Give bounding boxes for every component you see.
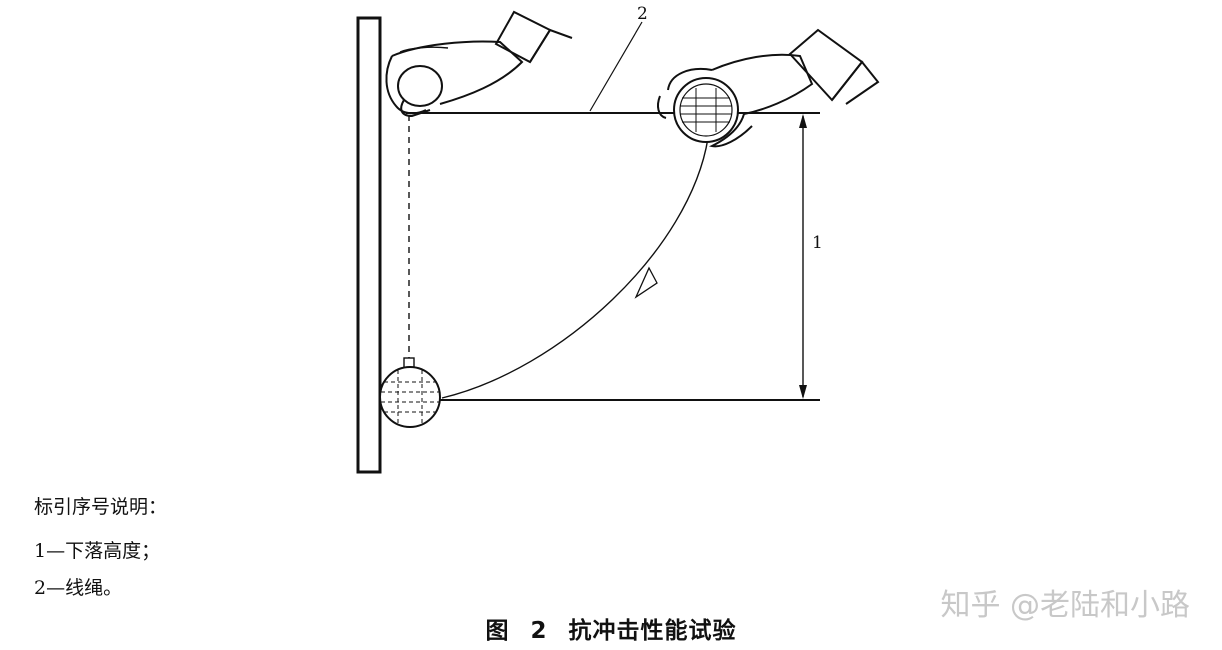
drop-height-dimension [799, 114, 807, 399]
impact-test-diagram: 1 2 [356, 4, 880, 474]
legend-item-string: 2—线绳。 [34, 577, 123, 599]
watermark-text: 知乎 @老陆和小路 [940, 588, 1190, 623]
swing-arrow-icon [634, 266, 658, 299]
left-hand-icon [385, 10, 573, 118]
ball-impact-position [379, 357, 441, 428]
wall-plate [356, 16, 382, 474]
legend-item-drop-height: 1—下落高度； [34, 540, 161, 562]
callout-1-label: 1 [812, 233, 823, 253]
swing-arc-path [441, 137, 709, 399]
legend-title: 标引序号说明： [34, 496, 168, 518]
right-hand-icon [657, 28, 880, 148]
figure-caption: 图 2 抗冲击性能试验 [485, 618, 737, 644]
callout-2-label: 2 [637, 4, 648, 24]
ball-start-position [673, 77, 739, 143]
callout-2-leader [589, 21, 643, 112]
